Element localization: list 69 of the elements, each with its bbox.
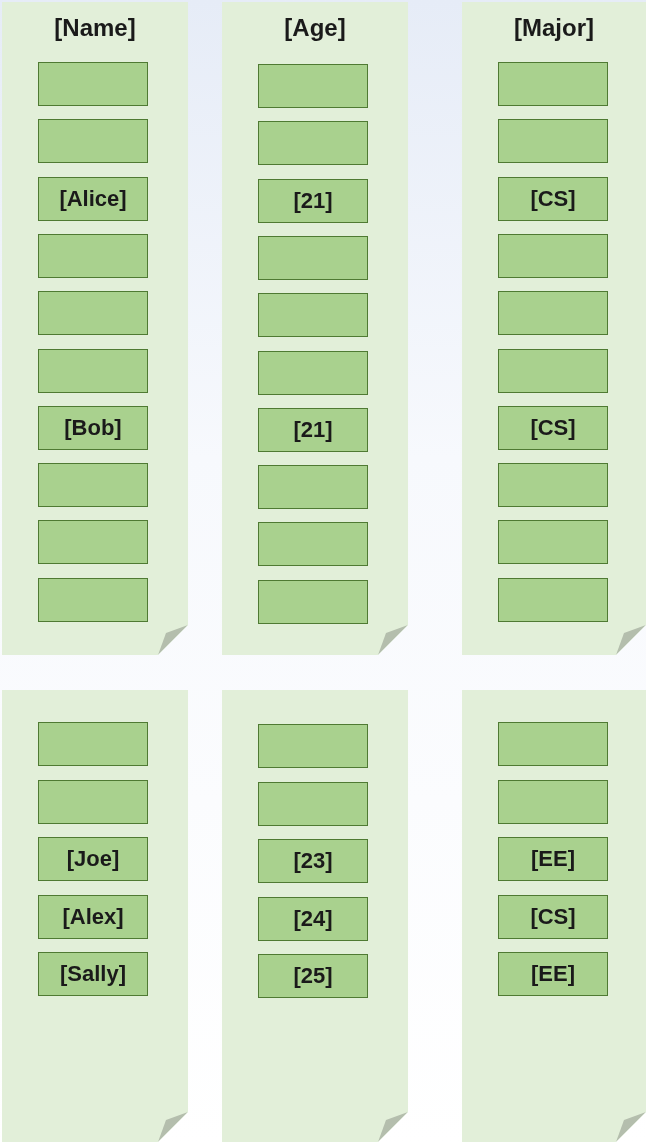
value-cell bbox=[38, 952, 148, 996]
value-cell bbox=[498, 952, 608, 996]
cell-value: [EE] bbox=[531, 846, 575, 872]
empty-cell bbox=[258, 465, 368, 510]
empty-cell bbox=[498, 722, 608, 766]
value-cell bbox=[38, 405, 148, 450]
empty-cell bbox=[498, 233, 608, 278]
empty-cell bbox=[498, 62, 608, 106]
cell-value: [CS] bbox=[530, 185, 576, 212]
empty-cell bbox=[498, 348, 608, 393]
empty-cell bbox=[38, 463, 148, 508]
value-cell bbox=[38, 176, 148, 221]
cell-value: [Bob] bbox=[64, 414, 122, 441]
cell-value: [Joe] bbox=[66, 846, 120, 872]
cell-value: [21] bbox=[293, 187, 333, 214]
page-card bbox=[222, 690, 408, 1142]
empty-cell bbox=[38, 233, 148, 278]
empty-cell bbox=[258, 579, 368, 624]
page-card bbox=[462, 2, 646, 655]
value-cell bbox=[498, 894, 608, 939]
value-cell bbox=[258, 839, 368, 883]
empty-cell bbox=[258, 64, 368, 108]
empty-cell bbox=[498, 577, 608, 622]
value-cell bbox=[258, 954, 368, 998]
page-card bbox=[462, 690, 646, 1142]
cell-value: [Sally] bbox=[60, 961, 126, 987]
empty-cell bbox=[38, 520, 148, 565]
cell-value: [CS] bbox=[530, 903, 576, 930]
empty-cell bbox=[258, 235, 368, 280]
empty-cell bbox=[38, 119, 148, 164]
empty-cell bbox=[258, 293, 368, 338]
page-card bbox=[2, 2, 188, 655]
empty-cell bbox=[38, 779, 148, 824]
value-cell bbox=[498, 837, 608, 881]
value-cell bbox=[258, 178, 368, 223]
value-cell bbox=[38, 837, 148, 881]
value-cell bbox=[38, 894, 148, 939]
empty-cell bbox=[38, 722, 148, 766]
empty-cell bbox=[258, 350, 368, 395]
cell-value: [24] bbox=[293, 905, 333, 932]
empty-cell bbox=[38, 348, 148, 393]
value-cell bbox=[258, 407, 368, 452]
cell-value: [CS] bbox=[530, 414, 576, 441]
empty-cell bbox=[498, 291, 608, 336]
value-cell bbox=[258, 896, 368, 941]
page-card bbox=[2, 690, 188, 1142]
empty-cell bbox=[258, 724, 368, 768]
cell-value: [23] bbox=[293, 848, 333, 874]
page-card bbox=[222, 2, 408, 655]
empty-cell bbox=[498, 463, 608, 508]
empty-cell bbox=[38, 62, 148, 106]
empty-cell bbox=[258, 781, 368, 826]
empty-cell bbox=[38, 291, 148, 336]
cell-value: [21] bbox=[293, 416, 333, 443]
cell-value: [EE] bbox=[531, 961, 575, 987]
cell-value: [Alex] bbox=[62, 903, 124, 930]
cell-value: [25] bbox=[293, 963, 333, 989]
empty-cell bbox=[258, 522, 368, 567]
value-cell bbox=[498, 405, 608, 450]
column-heading: [Major] bbox=[513, 14, 595, 42]
empty-cell bbox=[38, 577, 148, 622]
value-cell bbox=[498, 176, 608, 221]
empty-cell bbox=[498, 520, 608, 565]
column-heading: [Age] bbox=[283, 14, 347, 42]
empty-cell bbox=[498, 119, 608, 164]
column-heading: [Name] bbox=[53, 14, 137, 42]
cell-value: [Alice] bbox=[59, 185, 127, 212]
empty-cell bbox=[498, 779, 608, 824]
empty-cell bbox=[258, 121, 368, 166]
